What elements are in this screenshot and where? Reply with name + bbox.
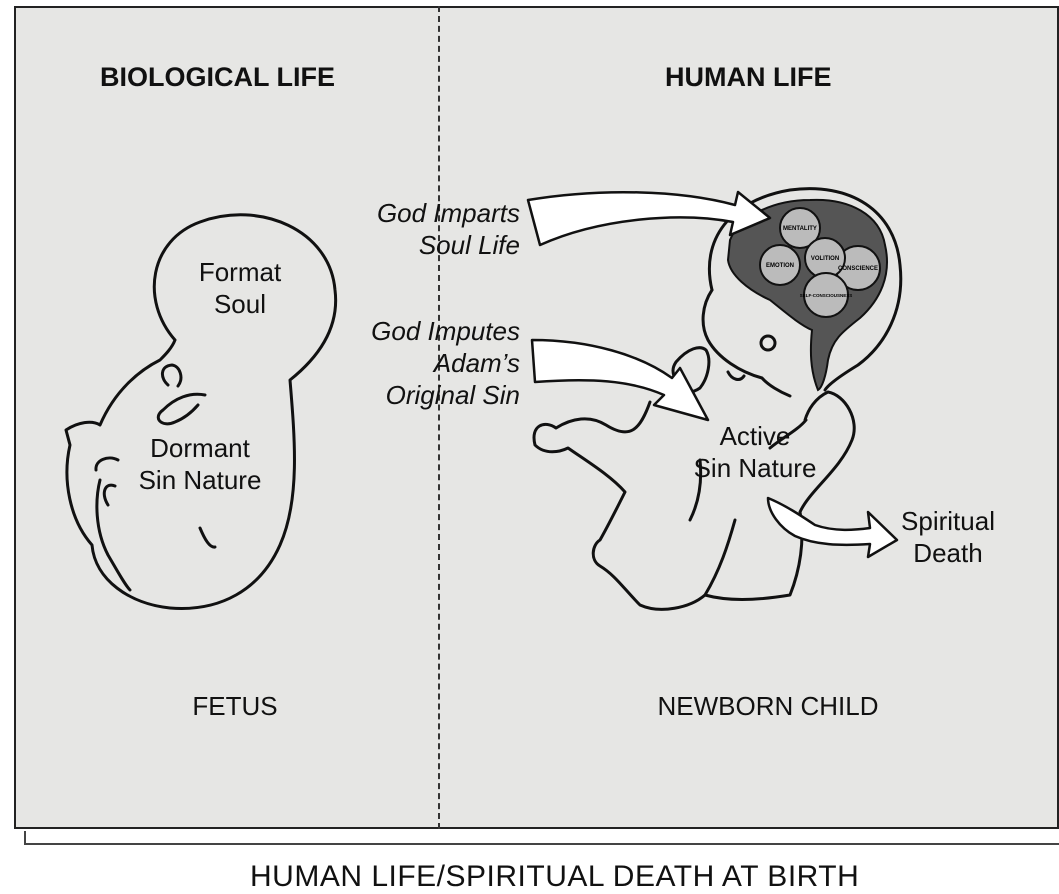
brain-label-mentality: MENTALITY (783, 226, 817, 232)
label-god-imparts-line2: Soul Life (330, 229, 520, 261)
fetus-arm (158, 394, 205, 424)
brain-label-emotion: EMOTION (766, 263, 794, 269)
arrow-imputes-original-sin (532, 340, 708, 420)
label-god-imparts-soul-life: God Imparts Soul Life (330, 197, 520, 261)
label-god-imputes-line1: God Imputes (330, 315, 520, 347)
arrow-spiritual-death (768, 498, 897, 557)
label-active-sin-nature: Active Sin Nature (680, 420, 830, 484)
label-dormant-sin-nature-line2: Sin Nature (115, 464, 285, 496)
brain-label-volition: VOLITION (811, 256, 839, 262)
figure-caption: HUMAN LIFE/SPIRITUAL DEATH AT BIRTH (250, 860, 859, 894)
label-spiritual-death-line2: Death (885, 537, 1011, 569)
baby-eye (761, 336, 775, 350)
brain-label-self-consciousness: SELF-CONSCIOUSNESS (800, 293, 853, 298)
heading-human-life: HUMAN LIFE (665, 62, 831, 93)
label-spiritual-death-line1: Spiritual (885, 505, 1011, 537)
label-god-imputes-line2: Adam’s (330, 347, 520, 379)
brain-label-conscience: CONSCIENCE (838, 266, 878, 272)
label-format-soul-line2: Soul (190, 288, 290, 320)
fetus-ear (162, 365, 180, 386)
label-format-soul: Format Soul (190, 256, 290, 320)
heading-biological-life: BIOLOGICAL LIFE (100, 62, 335, 93)
footer-newborn-child: NEWBORN CHILD (638, 690, 898, 722)
label-active-sin-nature-line1: Active (680, 420, 830, 452)
label-active-sin-nature-line2: Sin Nature (680, 452, 830, 484)
footer-fetus: FETUS (180, 690, 290, 722)
label-spiritual-death: Spiritual Death (885, 505, 1011, 569)
fetus-leg (97, 480, 215, 590)
label-dormant-sin-nature-line1: Dormant (115, 432, 285, 464)
label-god-imparts-line1: God Imparts (330, 197, 520, 229)
baby-mouth (728, 372, 744, 379)
label-god-imputes-original-sin: God Imputes Adam’s Original Sin (330, 315, 520, 411)
label-god-imputes-line3: Original Sin (330, 379, 520, 411)
label-dormant-sin-nature: Dormant Sin Nature (115, 432, 285, 496)
label-format-soul-line1: Format (190, 256, 290, 288)
